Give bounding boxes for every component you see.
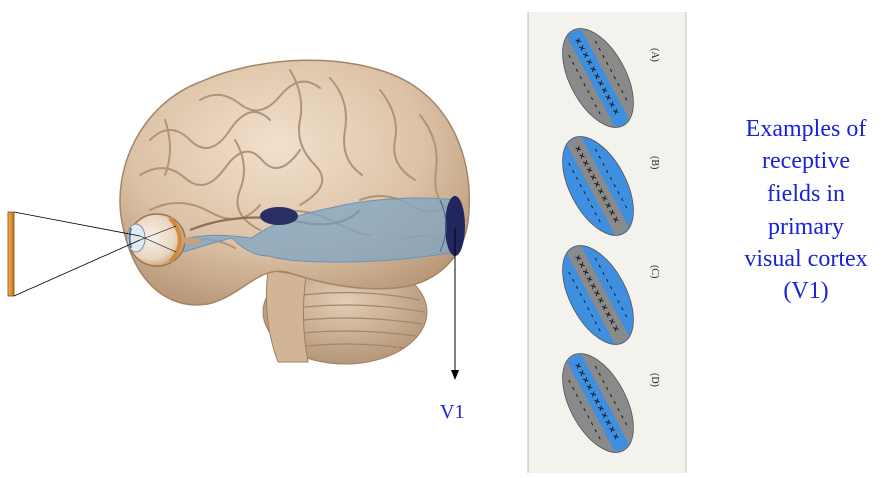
caption-line-5: visual cortex [744,246,867,272]
caption-line-1: Examples of [746,116,867,142]
stimulus-bar [8,212,14,296]
rf-panel-label: (C) [649,265,660,278]
caption: Examples of receptive fields in primary … [744,116,867,304]
projection-line-bottom [14,240,140,296]
receptive-fields-panel: (A) (B) (C) (D) [528,12,686,473]
lgn-nucleus [260,207,298,225]
rf-panel-label: (B) [649,156,660,169]
v1-label: V1 [440,401,464,423]
caption-line-3: fields in [767,181,845,207]
rf-panel-label: (D) [649,373,660,387]
caption-line-2: receptive [762,148,850,174]
cerebrum [120,60,469,305]
brainstem [266,270,308,362]
caption-line-6: (V1) [783,278,828,304]
brain-illustration [120,60,469,364]
caption-line-4: primary [768,214,844,240]
rf-panel-label: (A) [649,48,660,62]
